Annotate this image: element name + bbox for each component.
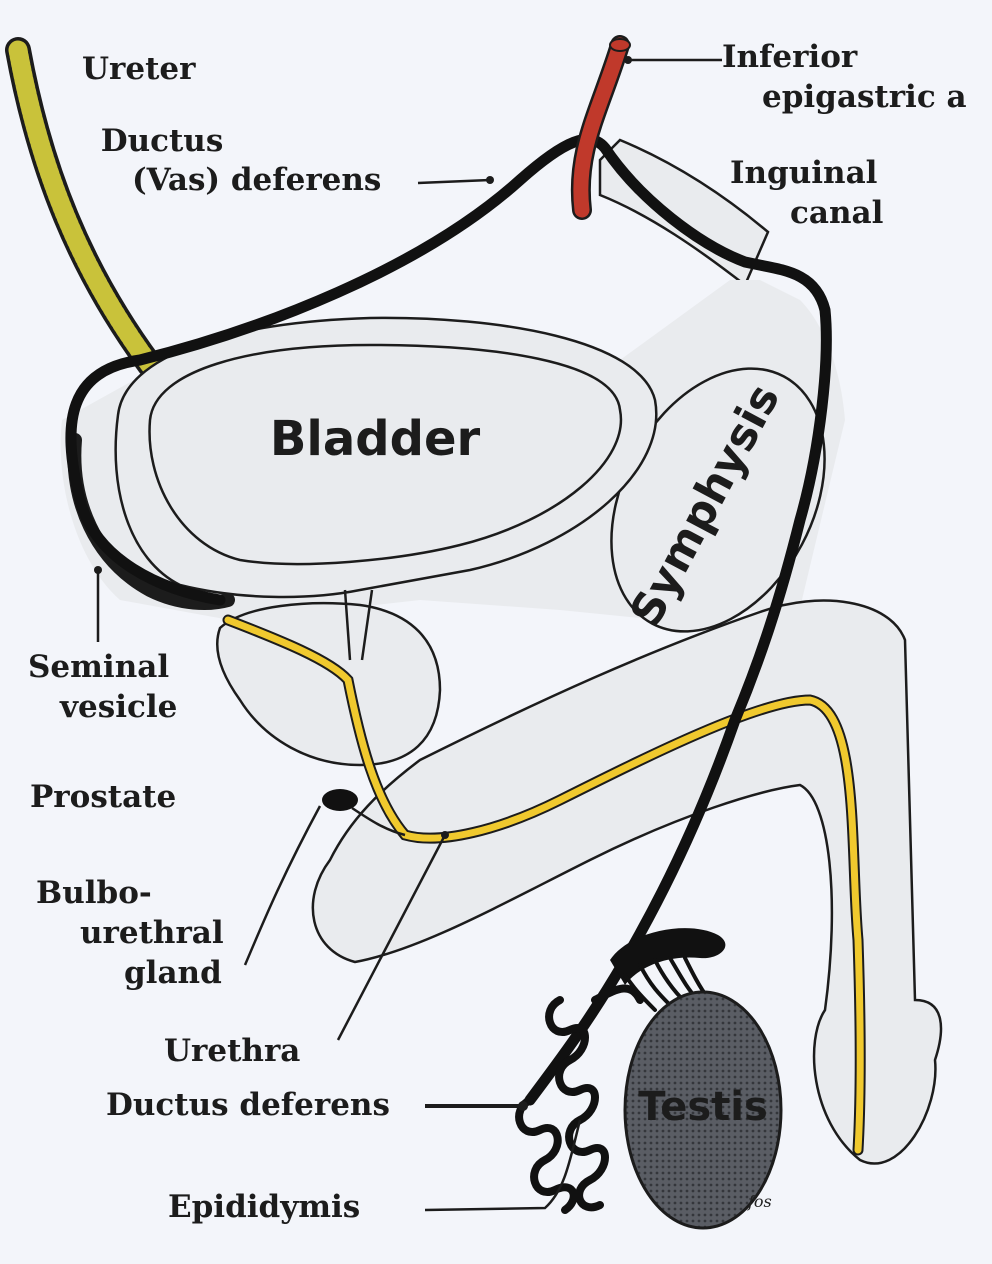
artist-signature: fos — [748, 1192, 772, 1211]
leader-dot-artery — [624, 56, 632, 64]
testis-label: Testis — [638, 1084, 768, 1130]
leader-dot-ductus — [518, 1101, 528, 1111]
label-inguinal-line1: Inguinal — [730, 156, 877, 192]
bladder-label: Bladder — [270, 411, 481, 467]
leader-dot-seminal — [94, 566, 102, 574]
artery-cut-end — [610, 39, 630, 51]
label-seminal-line1: Seminal — [28, 650, 169, 686]
label-inguinal-line2: canal — [790, 196, 883, 232]
label-urethra: Urethra — [164, 1034, 300, 1070]
label-ductus-vas-line1: Ductus — [92, 124, 232, 160]
label-bulbo-line3: gland — [124, 956, 222, 992]
label-seminal-line2: vesicle — [60, 690, 177, 726]
ureter — [18, 50, 150, 365]
leader-dot-urethra — [441, 831, 449, 839]
label-ureter: Ureter — [82, 52, 195, 88]
leader-ductus-vas — [418, 180, 490, 183]
label-bulbo-line1: Bulbo- — [36, 876, 152, 912]
label-ductus-vas-line2: (Vas) deferens — [132, 163, 381, 199]
label-epididymis: Epididymis — [168, 1190, 360, 1226]
label-bulbo-line2: urethral — [80, 916, 224, 952]
leader-bulbourethral — [245, 806, 320, 965]
leader-dot-vas — [486, 176, 494, 184]
label-inferior-epigastric-line1: Inferior — [722, 40, 857, 76]
label-prostate: Prostate — [30, 780, 176, 816]
label-inferior-epigastric-line2: epigastric a — [762, 80, 967, 116]
label-ductus-deferens: Ductus deferens — [106, 1088, 390, 1124]
